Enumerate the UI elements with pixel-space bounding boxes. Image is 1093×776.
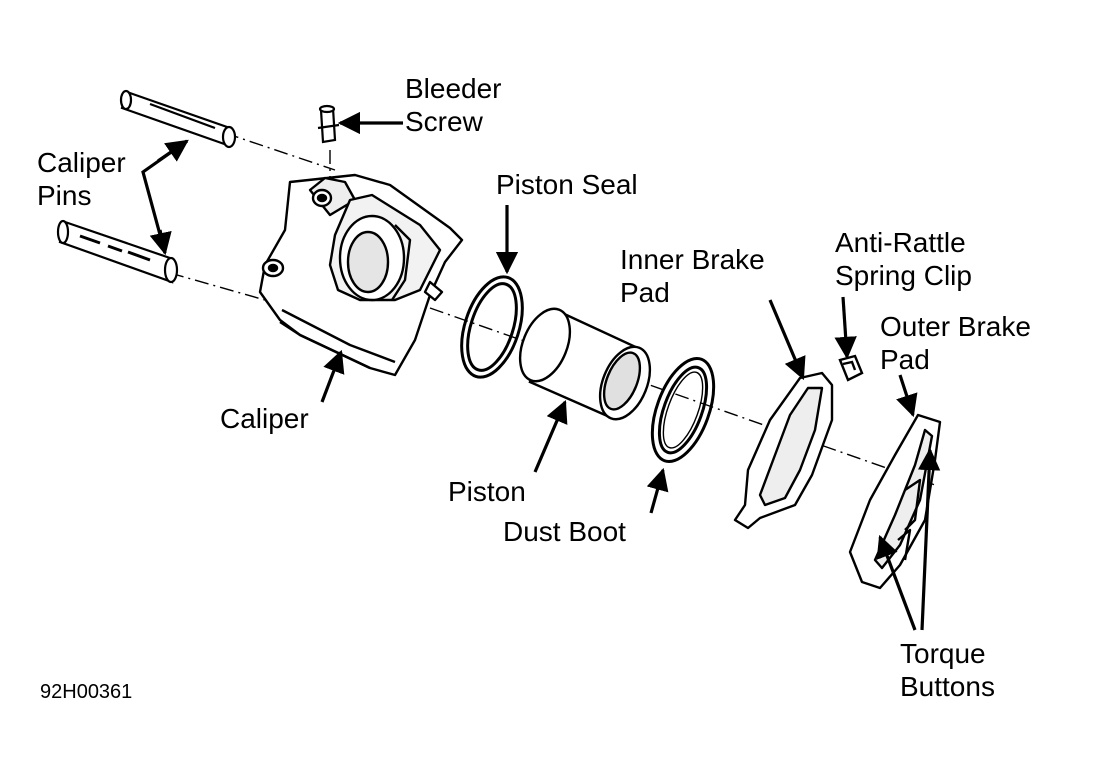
anti-rattle-label-line2: Spring Clip <box>835 260 972 291</box>
dust-boot-arrow <box>646 467 669 514</box>
inner-brake-pad-label: Inner Brake Pad <box>620 243 765 309</box>
caliper-pins-label: Caliper Pins <box>37 146 126 212</box>
torque-buttons-label-line1: Torque <box>900 638 986 669</box>
caliper-body <box>258 173 464 377</box>
bleeder-screw-label-line2: Screw <box>405 106 483 137</box>
inner-pad-arrow <box>768 299 806 381</box>
caliper-pins-label-line1: Caliper <box>37 147 126 178</box>
lower-caliper-pin <box>56 219 179 284</box>
outer-brake-pad <box>848 413 942 590</box>
caliper-label: Caliper <box>220 403 309 434</box>
piston-axis-centerline <box>429 307 936 486</box>
torque-buttons-label-line2: Buttons <box>900 671 995 702</box>
caliper-arrow <box>320 349 345 403</box>
leader-arrows <box>141 111 941 631</box>
clip-arrow <box>834 296 857 360</box>
piston-seal <box>460 275 524 379</box>
piston-seal-label: Piston Seal <box>496 169 638 200</box>
piston-arrow <box>533 399 568 473</box>
upper-caliper-pin <box>119 89 237 149</box>
inner-brake-pad <box>733 371 834 530</box>
anti-rattle-label-line1: Anti-Rattle <box>835 227 966 258</box>
torque-button-arrow-1 <box>876 534 917 631</box>
outer-brake-pad-label-line2: Pad <box>880 344 930 375</box>
dust-boot <box>650 356 716 464</box>
inner-brake-pad-label-line1: Inner Brake <box>620 244 765 275</box>
anti-rattle-spring-clip-label: Anti-Rattle Spring Clip <box>835 226 972 292</box>
piston-label: Piston <box>448 476 526 507</box>
torque-buttons-label: Torque Buttons <box>900 637 995 703</box>
lower-pin-centerline <box>169 272 266 301</box>
dust-boot-label: Dust Boot <box>503 516 626 547</box>
outer-brake-pad-label: Outer Brake Pad <box>880 310 1031 376</box>
torque-button-arrow-2 <box>917 447 941 631</box>
bleeder-screw-label: Bleeder Screw <box>405 72 502 138</box>
anti-rattle-spring-clip <box>838 354 864 382</box>
figure-code: 92H00361 <box>40 681 133 703</box>
outer-pad-arrow <box>896 374 918 418</box>
bleeder-screw <box>317 104 340 144</box>
outer-brake-pad-label-line1: Outer Brake <box>880 311 1031 342</box>
inner-brake-pad-label-line2: Pad <box>620 277 670 308</box>
piston <box>518 307 652 421</box>
upper-pin-centerline <box>224 132 336 171</box>
bleeder-screw-label-line1: Bleeder <box>405 73 502 104</box>
caliper-pins-label-line2: Pins <box>37 180 92 211</box>
